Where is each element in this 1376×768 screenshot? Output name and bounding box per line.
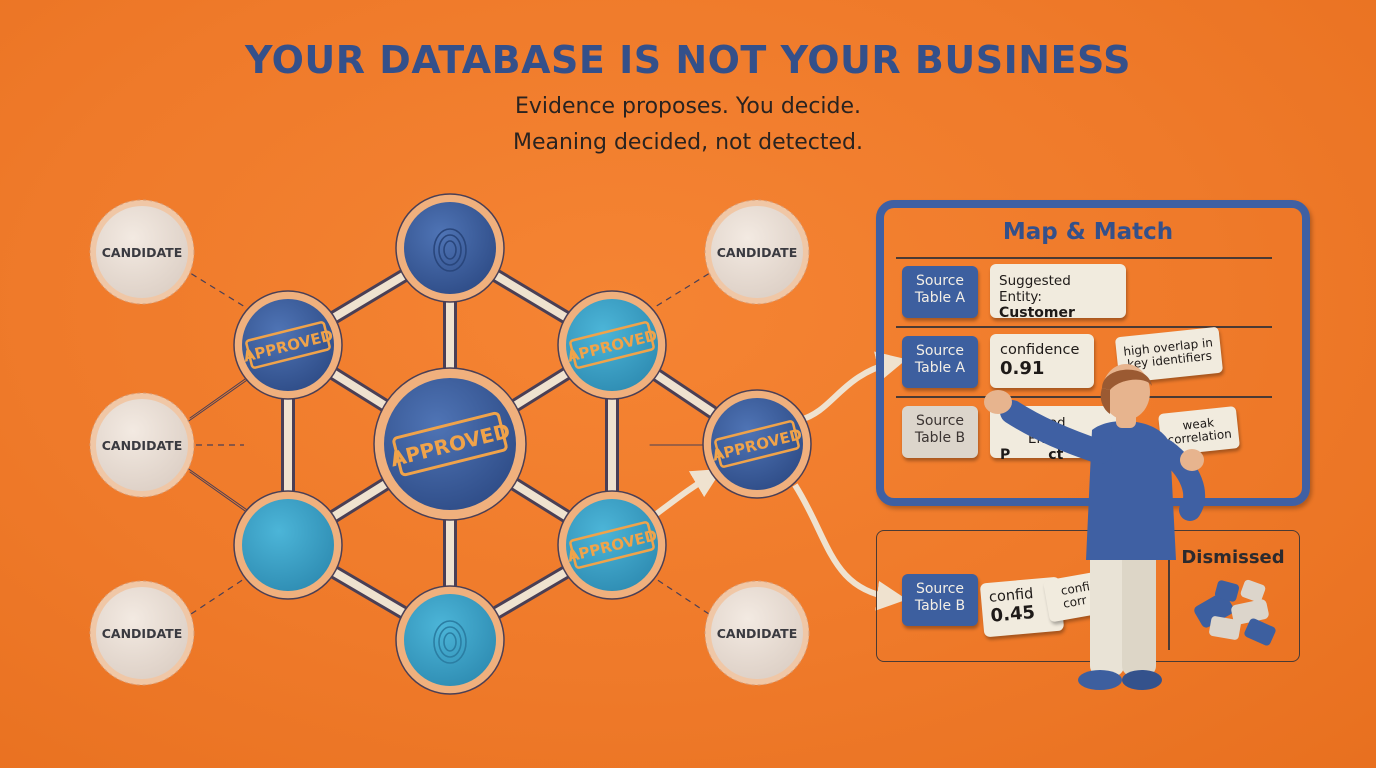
source-chip-line1: Source (915, 343, 965, 359)
person-figure (984, 364, 1205, 690)
subtitle-line-1: Evidence proposes. You decide. (514, 94, 862, 119)
source-chip-line1: Source (915, 413, 965, 429)
fingerprint-icon (433, 620, 467, 664)
source-chip[interactable]: Source Table A (902, 266, 978, 318)
suggested-entity-label: Suggested Entity: (999, 273, 1071, 305)
divider (896, 396, 1272, 398)
candidate-label: CANDIDATE (717, 245, 797, 260)
approved-node-center: APPROVED (373, 367, 527, 521)
suggested-entity-value: Customer (999, 305, 1075, 321)
candidate-node: CANDIDATE (89, 199, 195, 305)
confidence-label: confidence (1000, 342, 1080, 358)
flow-arrow-to-dismissed (792, 483, 907, 611)
suggested-entity-value-partial-b: ct (1048, 447, 1064, 463)
source-chip-line1: Source (915, 581, 965, 597)
suggested-entity-card[interactable]: Suggested Entity: Customer (990, 264, 1126, 321)
source-chip-line2: Table B (914, 598, 966, 614)
dismissed-blocks-pile (1194, 579, 1276, 646)
approved-node-upper-left: APPROVED (233, 290, 343, 400)
source-chip-line2: Table A (914, 290, 966, 306)
dismissed-label: Dismissed (1181, 547, 1285, 568)
candidate-node: CANDIDATE (704, 199, 810, 305)
flow-arrow-into-hub (653, 468, 723, 518)
suggested-entity-value-partial-a: P (1000, 447, 1011, 463)
source-chip-line1: Source (915, 273, 965, 289)
candidate-node: CANDIDATE (704, 580, 810, 686)
candidate-label: CANDIDATE (102, 245, 182, 260)
source-chip[interactable]: Source Table A (902, 336, 978, 388)
confidence-card[interactable]: confidence 0.91 (990, 334, 1094, 388)
source-chip-line2: Table B (914, 430, 966, 446)
map-match-title: Map & Match (1002, 219, 1174, 245)
candidate-label: CANDIDATE (717, 626, 797, 641)
candidate-node: CANDIDATE (89, 580, 195, 686)
candidate-links (181, 267, 719, 621)
divider (896, 257, 1272, 259)
candidate-node: CANDIDATE (89, 392, 195, 498)
divider (896, 326, 1272, 328)
source-chip-muted[interactable]: Source Table B (902, 406, 978, 458)
fingerprint-node-bottom (395, 585, 505, 695)
approved-node-hub: APPROVED (702, 389, 812, 499)
fingerprint-icon (433, 228, 467, 272)
fingerprint-node-top (395, 193, 505, 303)
approved-node-upper-right: APPROVED (557, 290, 667, 400)
confidence-value: 0.91 (1000, 358, 1045, 379)
source-chip[interactable]: Source Table B (902, 574, 978, 626)
candidate-label: CANDIDATE (102, 626, 182, 641)
source-chip-line2: Table A (914, 360, 966, 376)
teal-node-lower-left (233, 490, 343, 600)
approved-node-lower-right: APPROVED (557, 490, 667, 600)
divider (1168, 546, 1170, 650)
candidate-label: CANDIDATE (102, 438, 182, 453)
page-title: YOUR DATABASE IS NOT YOUR BUSINESS (244, 38, 1132, 82)
subtitle-line-2: Meaning decided, not detected. (512, 130, 863, 155)
